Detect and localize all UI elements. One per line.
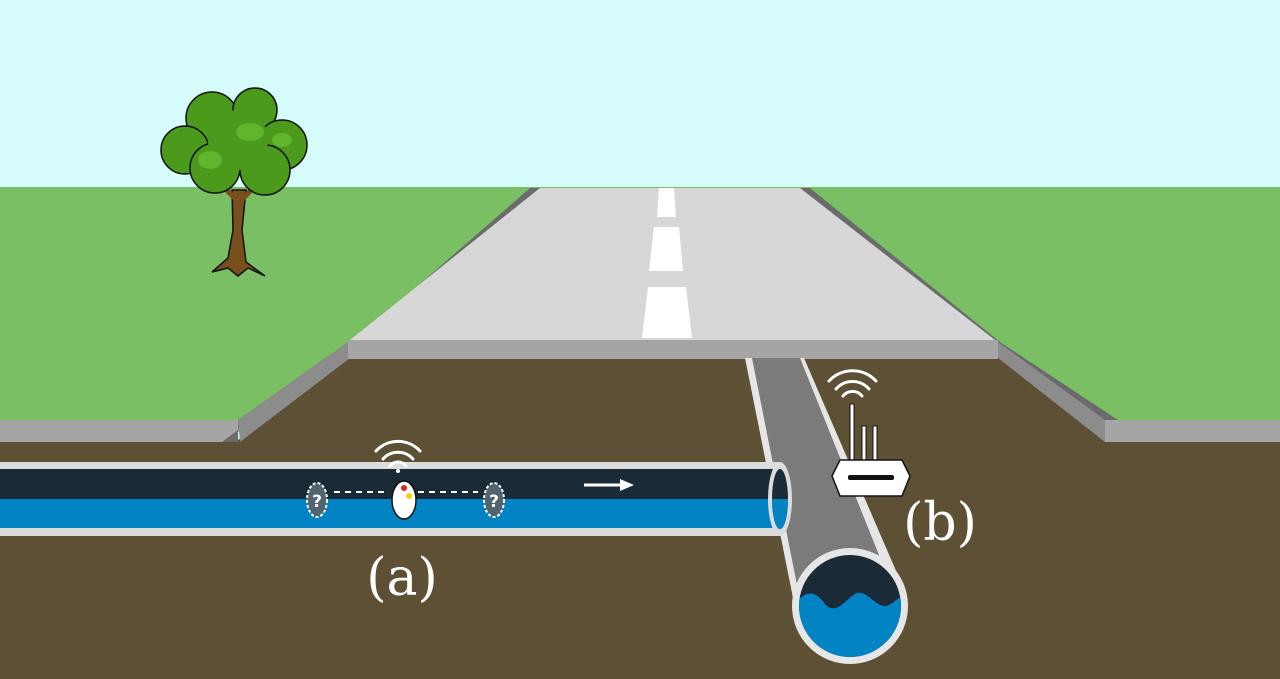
right-road-edge (800, 188, 1118, 420)
unknown-position-left: ? (306, 482, 328, 518)
sensor-node-icon (391, 480, 417, 520)
label-a: (a) (366, 548, 438, 608)
wifi-icon (374, 439, 422, 473)
lane-marking-3 (642, 287, 692, 338)
lane-marking-2 (649, 227, 683, 271)
arrow-right-icon (584, 479, 634, 491)
right-road-edge-highlight (998, 342, 1105, 442)
label-b: (b) (903, 493, 977, 553)
router-icon (831, 403, 911, 497)
gateway-wifi-icon (827, 369, 878, 398)
left-road-edge-highlight (238, 342, 350, 442)
main-pipe (0, 462, 792, 536)
unknown-marker-right-text: ? (489, 492, 499, 512)
road-front-face (348, 340, 998, 359)
tree-icon (160, 87, 308, 277)
right-curb (1105, 420, 1280, 442)
left-curb (0, 420, 238, 442)
unknown-position-right: ? (483, 482, 505, 518)
lane-marking-1 (657, 188, 676, 217)
unknown-marker-left-text: ? (312, 492, 322, 512)
crossing-pipe (745, 358, 908, 664)
